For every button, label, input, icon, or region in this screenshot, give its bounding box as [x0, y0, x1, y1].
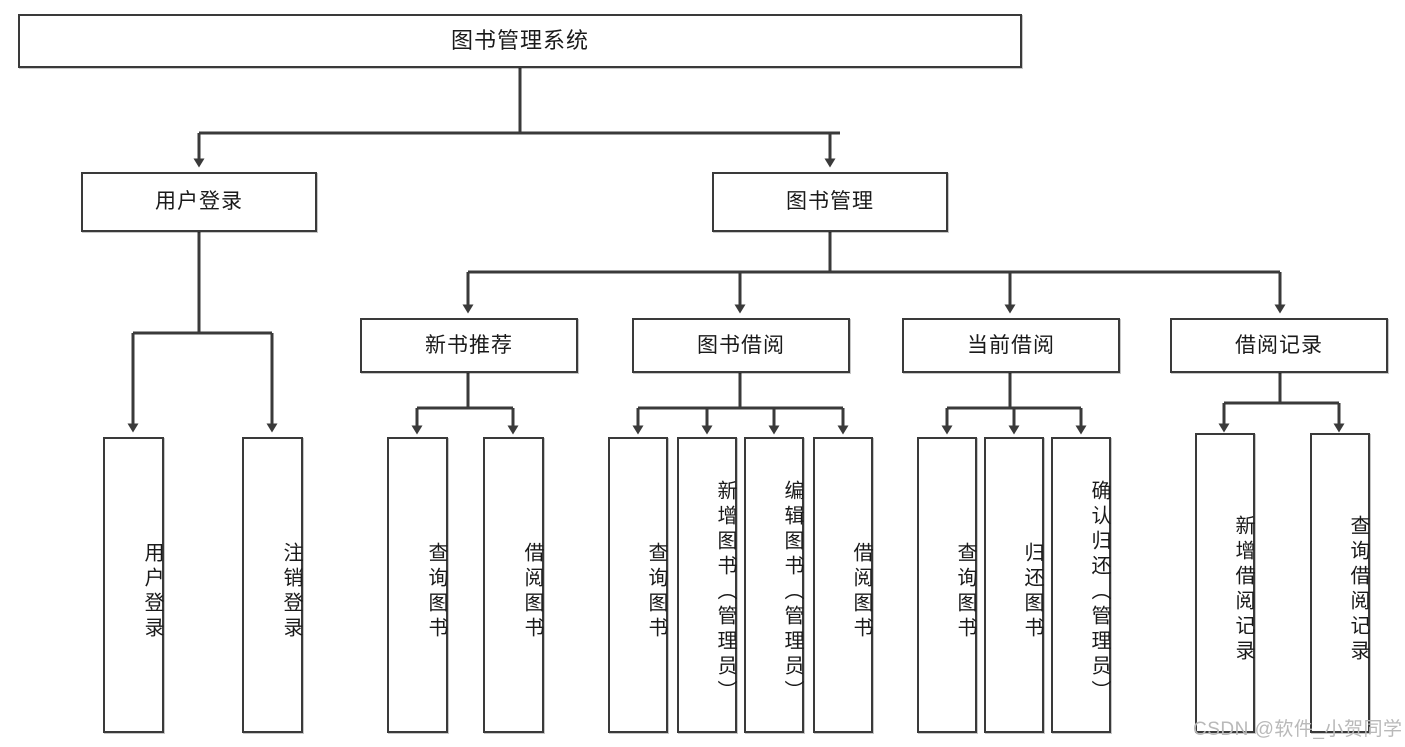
leaf-borrow-record-add-label: 新增借阅记录 — [1232, 515, 1254, 665]
leaf-current-borrow-return-label: 归还图书 — [1021, 542, 1043, 642]
node-borrow-record[interactable]: 借阅记录 — [1170, 318, 1388, 373]
node-current-borrow-label: 当前借阅 — [967, 333, 1055, 357]
node-current-borrow[interactable]: 当前借阅 — [902, 318, 1120, 373]
leaf-user-login-login[interactable]: 用户登录 — [103, 437, 164, 733]
leaf-borrow-record-query-label: 查询借阅记录 — [1347, 515, 1369, 665]
leaf-current-borrow-confirm-label: 确认归还（管理员） — [1088, 479, 1110, 705]
leaf-new-book-query-label: 查询图书 — [425, 542, 447, 642]
leaf-book-borrow-edit-label: 编辑图书（管理员） — [781, 479, 803, 705]
leaf-current-borrow-return[interactable]: 归还图书 — [984, 437, 1044, 733]
leaf-book-borrow-borrow[interactable]: 借阅图书 — [813, 437, 873, 733]
node-new-book-recommend-label: 新书推荐 — [425, 333, 513, 357]
node-borrow-record-label: 借阅记录 — [1235, 333, 1323, 357]
leaf-borrow-record-query[interactable]: 查询借阅记录 — [1310, 433, 1370, 733]
leaf-current-borrow-confirm[interactable]: 确认归还（管理员） — [1051, 437, 1111, 733]
node-book-manage[interactable]: 图书管理 — [712, 172, 948, 232]
leaf-borrow-record-add[interactable]: 新增借阅记录 — [1195, 433, 1255, 733]
node-user-login-label: 用户登录 — [155, 190, 243, 214]
leaf-new-book-query[interactable]: 查询图书 — [387, 437, 448, 733]
node-root-system-label: 图书管理系统 — [450, 27, 589, 53]
csdn-watermark: CSDN @软件_小贺同学 — [1193, 719, 1403, 740]
leaf-book-borrow-edit[interactable]: 编辑图书（管理员） — [744, 437, 804, 733]
leaf-book-borrow-add[interactable]: 新增图书（管理员） — [677, 437, 737, 733]
leaf-current-borrow-query-label: 查询图书 — [954, 542, 976, 642]
leaf-book-borrow-add-label: 新增图书（管理员） — [714, 479, 736, 705]
node-book-borrow-label: 图书借阅 — [697, 333, 785, 357]
leaf-current-borrow-query[interactable]: 查询图书 — [917, 437, 977, 733]
leaf-new-book-borrow-label: 借阅图书 — [521, 542, 543, 642]
leaf-book-borrow-borrow-label: 借阅图书 — [850, 542, 872, 642]
node-new-book-recommend[interactable]: 新书推荐 — [360, 318, 578, 373]
node-book-borrow[interactable]: 图书借阅 — [632, 318, 850, 373]
leaf-user-login-login-label: 用户登录 — [141, 542, 163, 642]
node-book-manage-label: 图书管理 — [786, 190, 874, 214]
node-root-system[interactable]: 图书管理系统 — [18, 14, 1022, 68]
leaf-new-book-borrow[interactable]: 借阅图书 — [483, 437, 544, 733]
leaf-book-borrow-query-label: 查询图书 — [645, 542, 667, 642]
leaf-user-login-logout-label: 注销登录 — [280, 542, 302, 642]
node-user-login[interactable]: 用户登录 — [81, 172, 317, 232]
leaf-book-borrow-query[interactable]: 查询图书 — [608, 437, 668, 733]
leaf-user-login-logout[interactable]: 注销登录 — [242, 437, 303, 733]
